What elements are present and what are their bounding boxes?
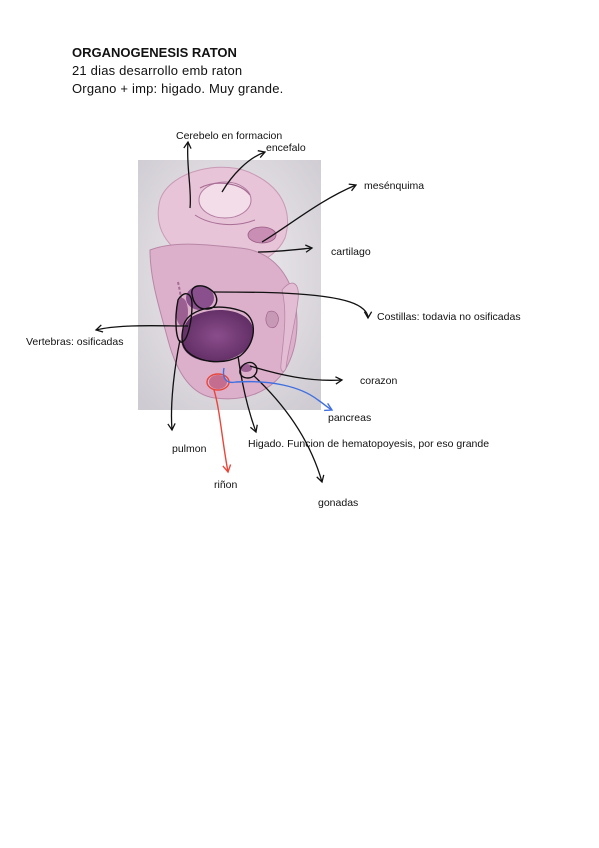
- arrow-vertebras: [94, 324, 189, 333]
- arrow-higado: [237, 355, 258, 434]
- liver-tissue: [181, 309, 254, 362]
- liver-outline: [181, 306, 254, 363]
- annotation-arrows: [94, 140, 373, 484]
- arrow-gonadas: [253, 375, 325, 484]
- heart-outline: [191, 285, 218, 310]
- arrow-pancreas: [222, 367, 334, 412]
- label-rinon: riñon: [214, 479, 238, 491]
- label-cerebelo: Cerebelo en formacion: [176, 130, 282, 142]
- arrow-cerebelo: [183, 140, 192, 209]
- histology-slide: [138, 160, 321, 410]
- subtitle-line-1: 21 dias desarrollo emb raton: [72, 63, 243, 78]
- arrow-costillas: [213, 291, 373, 320]
- annotation-labels: Cerebelo en formacion encefalo mesénquim…: [26, 130, 521, 509]
- label-higado: Higado. Funcion de hematopoyesis, por es…: [248, 438, 489, 450]
- label-cartilago: cartilago: [331, 246, 371, 258]
- arrow-rinon: [213, 389, 232, 474]
- arrow-mesenquima: [261, 183, 358, 243]
- arrow-pulmon: [167, 339, 181, 432]
- label-gonadas: gonadas: [318, 497, 358, 509]
- label-pancreas: pancreas: [328, 412, 371, 424]
- page-header: ORGANOGENESIS RATON 21 dias desarrollo e…: [72, 44, 283, 98]
- label-mesenquima: mesénquima: [364, 180, 424, 192]
- label-encefalo: encefalo: [266, 142, 306, 154]
- arrow-corazon: [249, 365, 344, 385]
- label-pulmon: pulmon: [172, 443, 207, 455]
- subtitle-line-2: Organo + imp: higado. Muy grande.: [72, 81, 284, 96]
- brain-vesicle: [198, 181, 252, 219]
- lung-outline: [175, 293, 193, 343]
- label-costillas: Costillas: todavia no osificadas: [377, 311, 521, 323]
- page-title: ORGANOGENESIS RATON: [72, 45, 237, 60]
- arrow-encefalo: [221, 150, 267, 193]
- label-corazon: corazon: [360, 375, 398, 387]
- arrow-cartilago: [257, 244, 314, 253]
- embryo-tail: [280, 282, 299, 372]
- label-vertebras: Vertebras: osificadas: [26, 336, 123, 348]
